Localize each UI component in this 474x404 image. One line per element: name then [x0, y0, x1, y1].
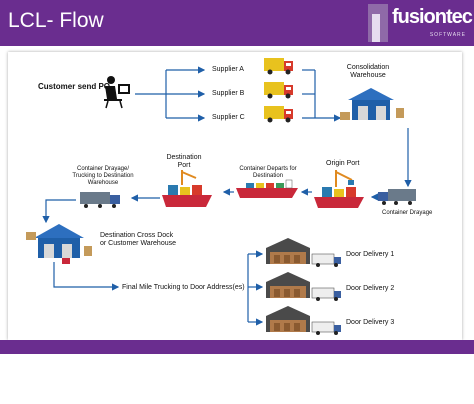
container-drayage-truck-icon — [378, 189, 416, 205]
logo-tagline: SOFTWARE — [429, 32, 466, 38]
origin-port-label: Origin Port — [326, 160, 360, 167]
final-mile-label: Final Mile Trucking to Door Address(es) — [122, 284, 245, 291]
logo-mark-icon — [368, 4, 388, 42]
origin-port-icon — [314, 170, 364, 208]
logo-name: fusiontec — [392, 6, 473, 28]
customer-computer-icon — [104, 76, 130, 109]
destination-drayage-truck-icon — [80, 192, 120, 208]
door-delivery-3-label: Door Delivery 3 — [346, 319, 395, 326]
fusiontec-logo: fusiontec SOFTWARE — [368, 4, 473, 42]
crossdock-to-finalmile-arrow — [53, 262, 120, 291]
crossdock-label: Destination Cross Dock or Customer Wareh… — [100, 232, 176, 247]
crossdock-warehouse-icon — [26, 224, 92, 264]
destination-port-icon — [162, 170, 212, 207]
destination-port-label: Destination Port — [166, 154, 202, 169]
door-delivery-1-label: Door Delivery 1 — [346, 251, 395, 258]
header-bar: LCL- Flow fusiontec SOFTWARE — [0, 0, 474, 46]
supplier-c-truck-icon — [264, 106, 293, 123]
door-delivery-1-warehouse-icon — [265, 237, 342, 268]
supplier-a-truck-icon — [264, 58, 293, 75]
door-delivery-3-warehouse-icon — [265, 305, 342, 336]
supplier-a-label: Supplier A — [212, 66, 244, 73]
container-drayage-label: Container Drayage — [382, 210, 433, 216]
consolidation-label: Consolidation Warehouse — [346, 64, 390, 79]
door-delivery-2-label: Door Delivery 2 — [346, 285, 395, 292]
footer-bar — [0, 340, 474, 354]
supplier-b-label: Supplier B — [212, 90, 245, 97]
page-title: LCL- Flow — [8, 9, 104, 32]
supplier-arrows — [302, 69, 342, 122]
container-departs-label: Container Departs for Destination — [239, 166, 297, 179]
supplier-c-label: Supplier C — [212, 114, 245, 121]
drayage-to-crossdock-arrow — [42, 199, 76, 224]
cargo-ship-icon — [236, 179, 298, 198]
supplier-b-truck-icon — [264, 82, 293, 99]
door-delivery-2-warehouse-icon — [265, 271, 342, 302]
customer-arrows — [135, 66, 206, 122]
customer-label: Customer send PO — [38, 82, 111, 91]
delivery-arrows — [247, 250, 264, 326]
destination-drayage-label: Container Drayage/ Trucking to Destinati… — [72, 166, 134, 186]
consolidation-warehouse-icon — [340, 88, 404, 120]
